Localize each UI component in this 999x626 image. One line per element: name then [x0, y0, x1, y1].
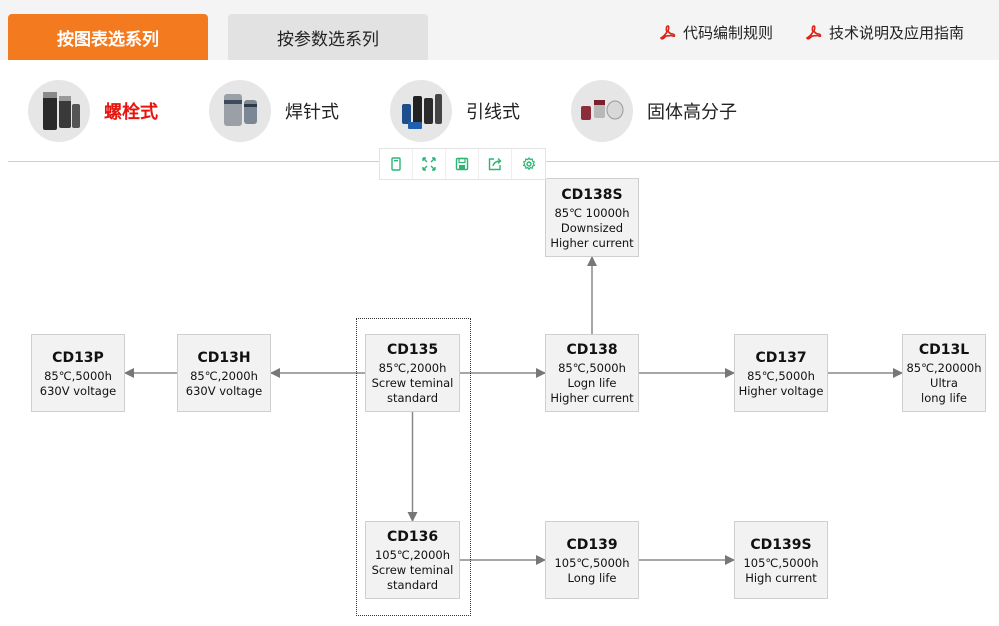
cd135-cd136-group-highlight [356, 318, 471, 616]
copy-button[interactable] [380, 149, 413, 179]
node-spec-line: 85℃,2000h [190, 368, 258, 383]
node-spec-line: Higher current [550, 391, 634, 405]
node-spec-line: Downsized [560, 220, 624, 235]
node-spec-line: 85℃,20000h [906, 361, 982, 375]
node-spec-line: 105℃,2000h [374, 548, 451, 562]
save-icon [455, 157, 469, 171]
node-title: CD135 [386, 342, 439, 358]
node-spec-line: Higher voltage [738, 383, 824, 398]
radial-capacitor-thumbnail [390, 80, 452, 142]
node-spec-line: 105℃,5000h [554, 555, 630, 570]
copy-icon [391, 157, 401, 171]
snap-in-capacitor-thumbnail [209, 80, 271, 142]
tech-guide-label: 技术说明及应用指南 [829, 24, 965, 42]
node-spec-line: long life [921, 391, 967, 405]
category-label: 螺栓式 [104, 102, 158, 123]
top-bar: 按图表选系列 按参数选系列 代码编制规则 技术说明及应用指南 [0, 0, 999, 60]
node-spec-line: 85℃,5000h [558, 361, 626, 375]
settings-button[interactable] [512, 149, 545, 179]
node-spec-line: 85℃ 10000h [554, 205, 630, 220]
category-solid-polymer[interactable]: 固体高分子 [571, 80, 737, 142]
node-spec-line: Screw teminal [371, 563, 454, 577]
node-title: CD138 [566, 342, 618, 358]
node-spec-line: Screw teminal [371, 376, 454, 390]
code-rules-link[interactable]: 代码编制规则 [659, 22, 773, 43]
category-radial-lead-type[interactable]: 引线式 [390, 80, 520, 142]
node-title: CD137 [755, 349, 807, 366]
node-spec-line: Long life [567, 570, 617, 585]
export-button[interactable] [479, 149, 512, 179]
save-button[interactable] [446, 149, 479, 179]
node-spec-line: standard [386, 391, 438, 405]
category-row: 螺栓式 焊针式 引线式 [0, 60, 999, 162]
node-title: CD13L [918, 342, 970, 358]
category-label: 固体高分子 [647, 102, 737, 123]
node-spec-line: 630V voltage [185, 383, 263, 398]
settings-icon [522, 157, 535, 171]
export-icon [488, 158, 502, 171]
category-label: 引线式 [466, 102, 520, 123]
fullscreen-button[interactable] [413, 149, 446, 179]
node-spec-line: 85℃,2000h [378, 361, 447, 375]
node-title: CD139S [750, 536, 812, 553]
node-title: CD13P [52, 349, 104, 366]
category-snap-in-type[interactable]: 焊针式 [209, 80, 339, 142]
tab-chart-selection[interactable]: 按图表选系列 [8, 14, 208, 60]
node-title: CD13H [197, 349, 251, 366]
node-spec-line: Ultra [930, 376, 958, 390]
category-screw-type[interactable]: 螺栓式 [28, 80, 158, 142]
pdf-icon [659, 24, 676, 40]
node-spec-line: 105℃,5000h [743, 555, 819, 570]
code-rules-label: 代码编制规则 [683, 24, 774, 42]
node-spec-line: standard [386, 578, 438, 592]
node-spec-line: 85℃,5000h [44, 368, 112, 383]
node-spec-line: 630V voltage [39, 383, 117, 398]
diagram-toolbar [379, 148, 546, 180]
polymer-capacitor-thumbnail [571, 80, 633, 142]
tab-parameter-selection[interactable]: 按参数选系列 [228, 14, 428, 60]
node-spec-line: Higher current [550, 235, 634, 250]
screw-capacitor-thumbnail [28, 80, 90, 142]
node-spec-line: Logn life [567, 376, 617, 390]
node-title: CD136 [386, 529, 439, 545]
node-spec-line: 85℃,5000h [747, 368, 815, 383]
fullscreen-icon [422, 157, 436, 171]
tech-guide-link[interactable]: 技术说明及应用指南 [805, 22, 964, 43]
pdf-icon [805, 24, 822, 40]
node-title: CD139 [566, 536, 618, 553]
category-label: 焊针式 [285, 102, 339, 123]
node-title: CD138S [561, 186, 623, 203]
node-spec-line: High current [745, 570, 817, 585]
